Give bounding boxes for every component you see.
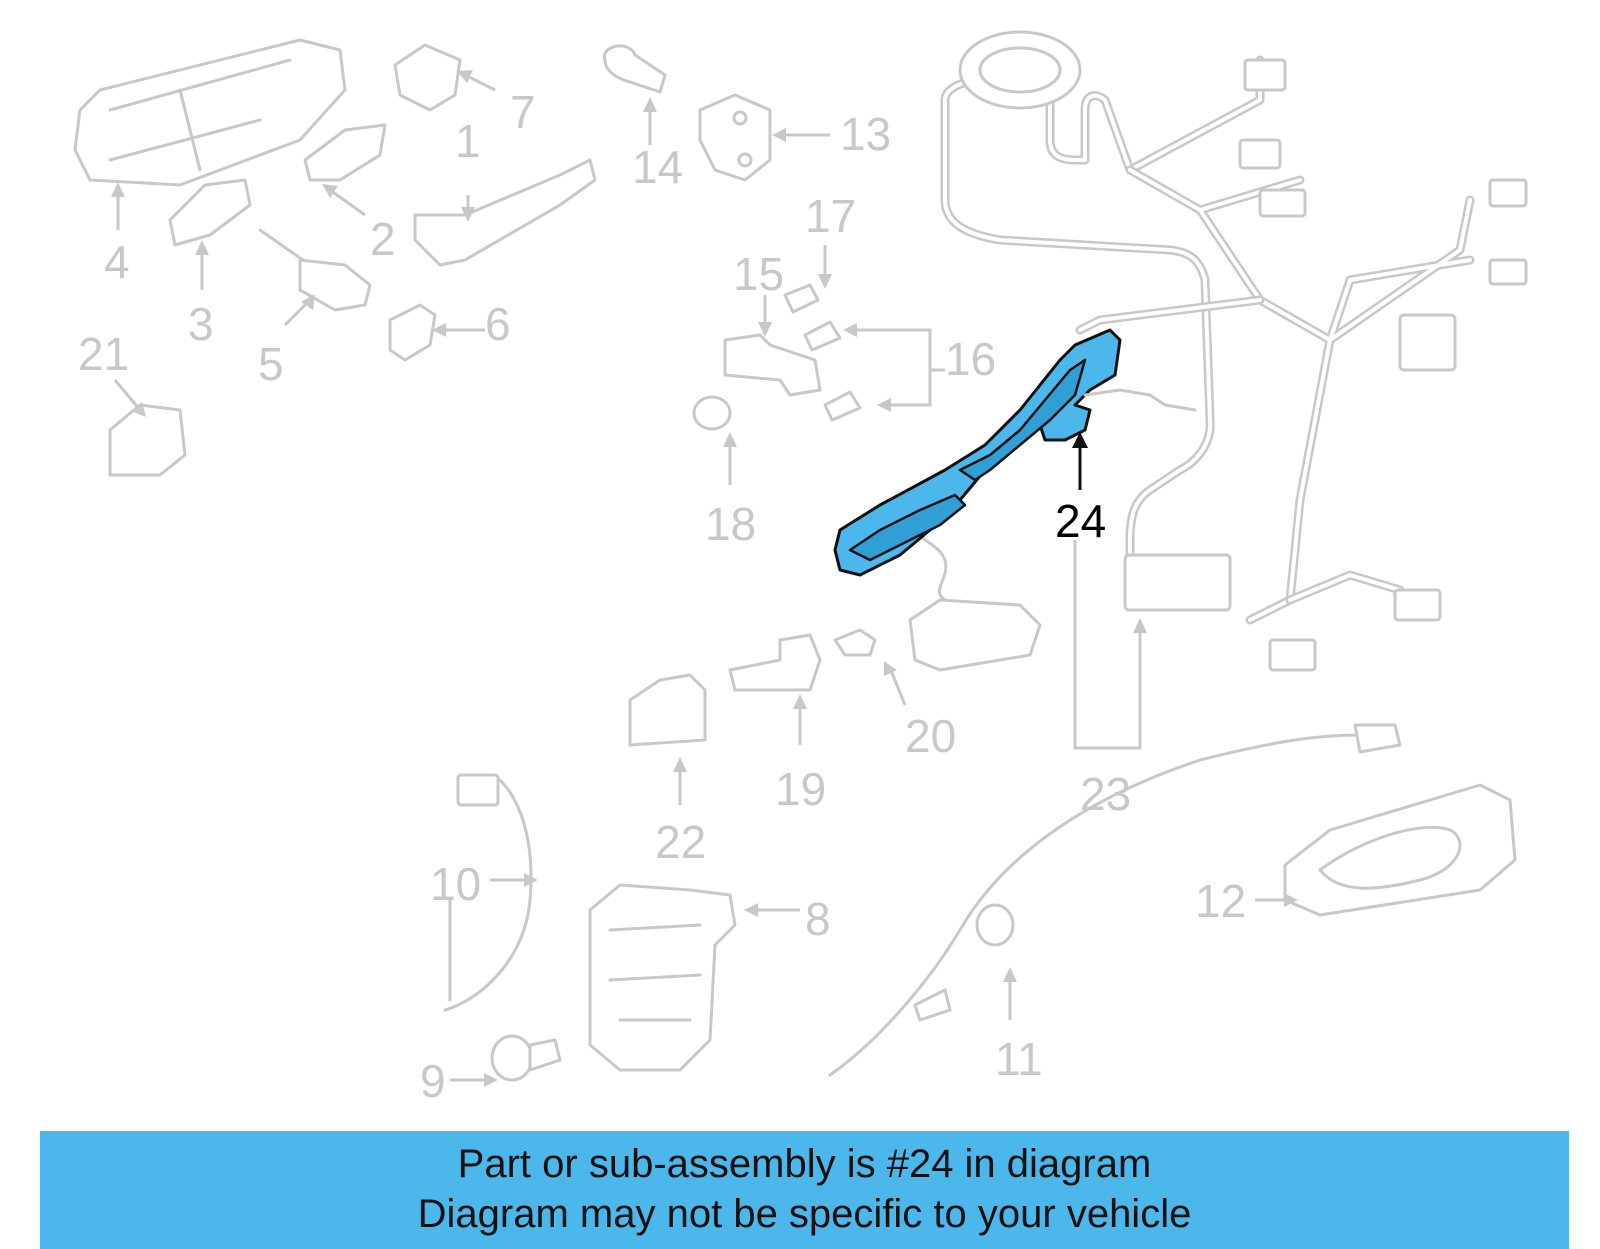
callout-24-leader (1072, 432, 1088, 490)
callout-21: 21 (78, 328, 129, 380)
callout-3: 3 (188, 298, 214, 350)
callout-numbers: 1 2 3 4 5 6 7 8 9 10 11 12 13 14 15 16 1… (78, 86, 1246, 1107)
callout-1: 1 (455, 115, 481, 167)
callout-2: 2 (370, 213, 396, 265)
leader-lines (111, 70, 1298, 1087)
callout-22: 22 (655, 816, 706, 868)
callout-23: 23 (1080, 768, 1131, 820)
part-shapes (73, 38, 1517, 1082)
callout-24: 24 (1055, 495, 1106, 547)
callout-4: 4 (104, 236, 130, 288)
callout-10: 10 (430, 858, 481, 910)
banner-line-2: Diagram may not be specific to your vehi… (417, 1192, 1192, 1236)
callout-20: 20 (905, 710, 956, 762)
callout-17: 17 (805, 190, 856, 242)
callout-11: 11 (995, 1033, 1043, 1085)
info-banner: Part or sub-assembly is #24 in diagram D… (40, 1131, 1569, 1249)
callout-13: 13 (840, 108, 891, 160)
callout-9: 9 (420, 1055, 446, 1107)
callout-12: 12 (1195, 875, 1246, 927)
banner-line-1: Part or sub-assembly is #24 in diagram (457, 1142, 1152, 1186)
callout-6: 6 (485, 298, 511, 350)
callout-5: 5 (258, 338, 284, 390)
callout-18: 18 (705, 498, 756, 550)
callout-16: 16 (945, 333, 996, 385)
callout-7: 7 (510, 86, 536, 138)
wiring-harness (940, 30, 1528, 672)
callout-15: 15 (733, 248, 784, 300)
callout-14: 14 (632, 141, 683, 193)
callout-8: 8 (805, 893, 831, 945)
part-24-highlighted[interactable] (833, 328, 1197, 577)
callout-19: 19 (775, 763, 826, 815)
